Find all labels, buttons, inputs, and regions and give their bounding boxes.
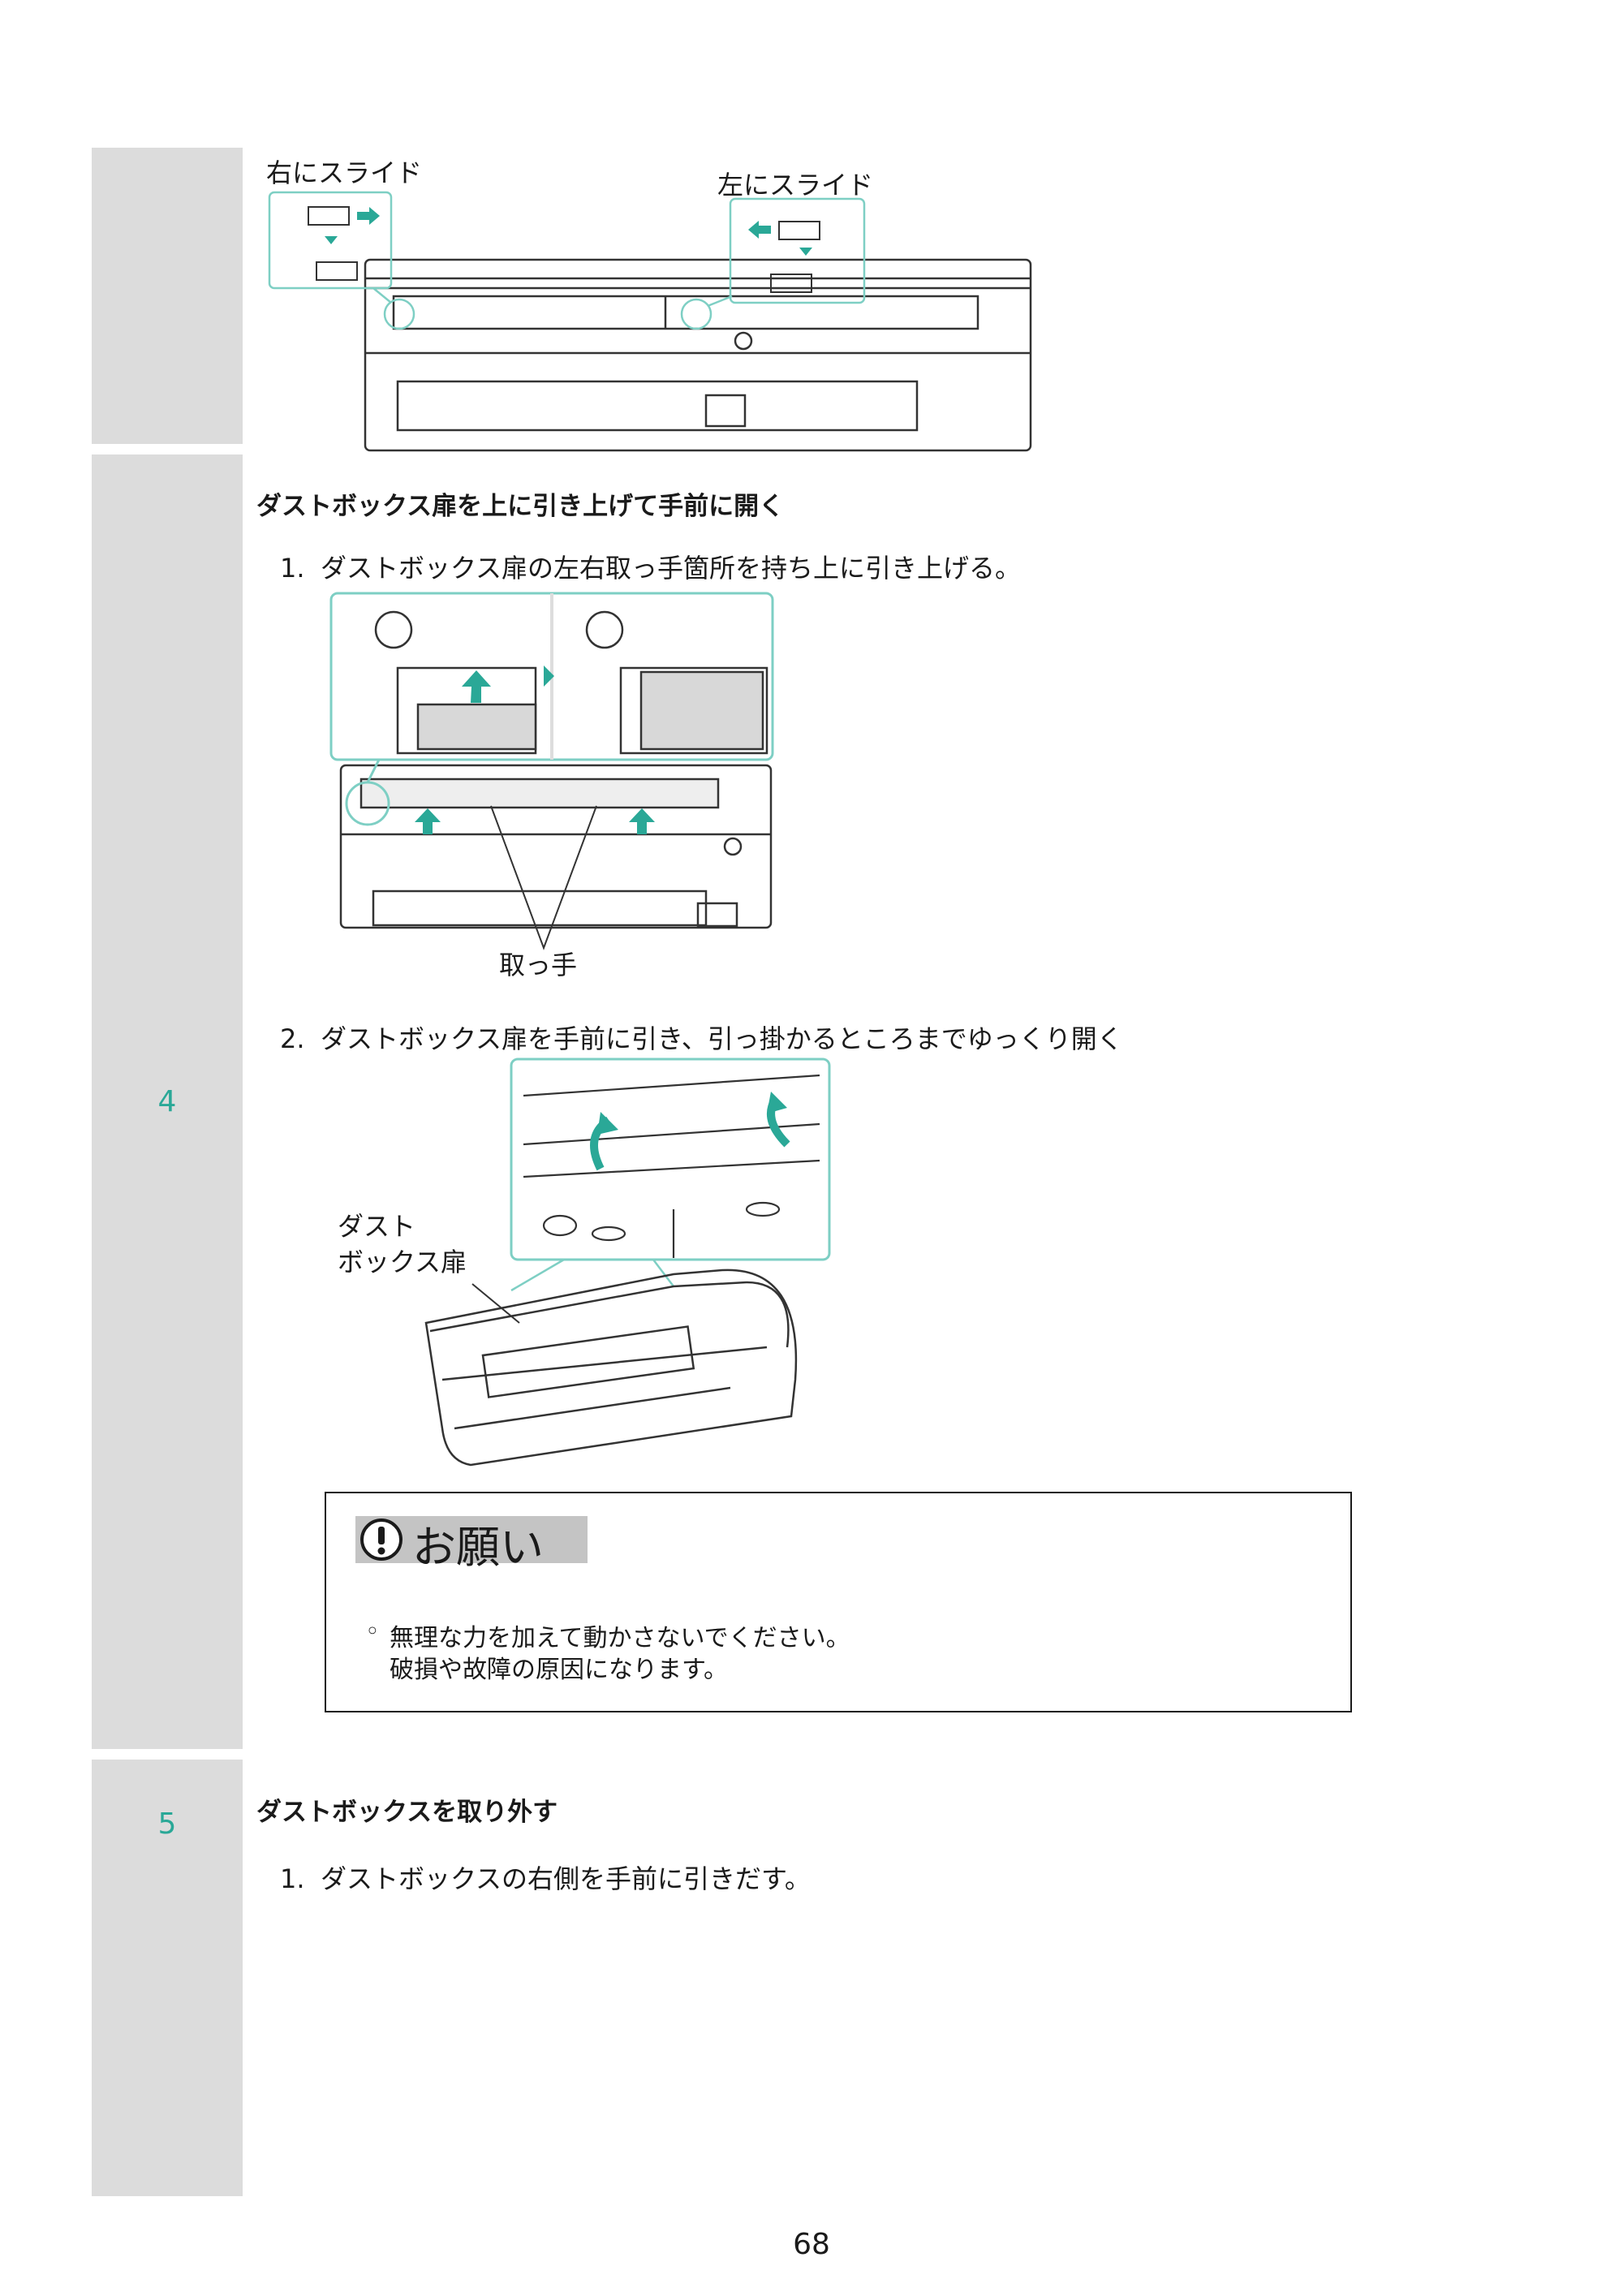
label-left-slide: 左にスライド xyxy=(717,170,874,200)
step5-heading: ダストボックスを取り外す xyxy=(256,1798,558,1827)
step3-sidebar xyxy=(92,148,243,444)
step5-sidebar xyxy=(92,1760,243,2196)
notice-line2: 破損や故障の原因になります。 xyxy=(390,1656,728,1684)
step4-item-2: 2. ダストボックス扉を手前に引き、引っ掛かるところまでゆっくり開く xyxy=(280,1019,1123,1056)
label-right-slide: 右にスライド xyxy=(266,157,423,188)
step4-heading: ダストボックス扉を上に引き上げて手前に開く xyxy=(256,492,785,521)
notice-title: お願い xyxy=(412,1522,544,1573)
label-handle: 取っ手 xyxy=(499,950,578,980)
item-number: 2. xyxy=(280,1023,305,1054)
item-text: ダストボックス扉を手前に引き、引っ掛かるところまでゆっくり開く xyxy=(321,1023,1123,1054)
item-text: ダストボックスの右側を手前に引きだす。 xyxy=(321,1863,811,1894)
door-open-illustration xyxy=(424,1058,831,1467)
slide-lock-illustration xyxy=(268,191,1032,452)
item-text: ダストボックス扉の左右取っ手箇所を持ち上に引き上げる。 xyxy=(321,553,1022,584)
step5-number: 5 xyxy=(157,1807,177,1841)
step4-item-1: 1. ダストボックス扉の左右取っ手箇所を持ち上に引き上げる。 xyxy=(280,548,1021,585)
item-number: 1. xyxy=(280,553,305,584)
label-door-line1: ダスト xyxy=(338,1211,416,1242)
step4-sidebar xyxy=(92,454,243,1749)
label-door-line2: ボックス扉 xyxy=(338,1247,467,1277)
step5-item-1: 1. ダストボックスの右側を手前に引きだす。 xyxy=(280,1859,811,1896)
exclamation-icon xyxy=(360,1518,403,1561)
notice-line1: 無理な力を加えて動かさないでください。 xyxy=(390,1624,850,1652)
page-number: 68 xyxy=(793,2228,830,2261)
step4-number: 4 xyxy=(157,1085,177,1118)
item-number: 1. xyxy=(280,1863,305,1894)
notice-box xyxy=(325,1492,1352,1712)
door-handle-illustration xyxy=(329,592,774,950)
notice-bullet: ◦ xyxy=(365,1618,380,1646)
